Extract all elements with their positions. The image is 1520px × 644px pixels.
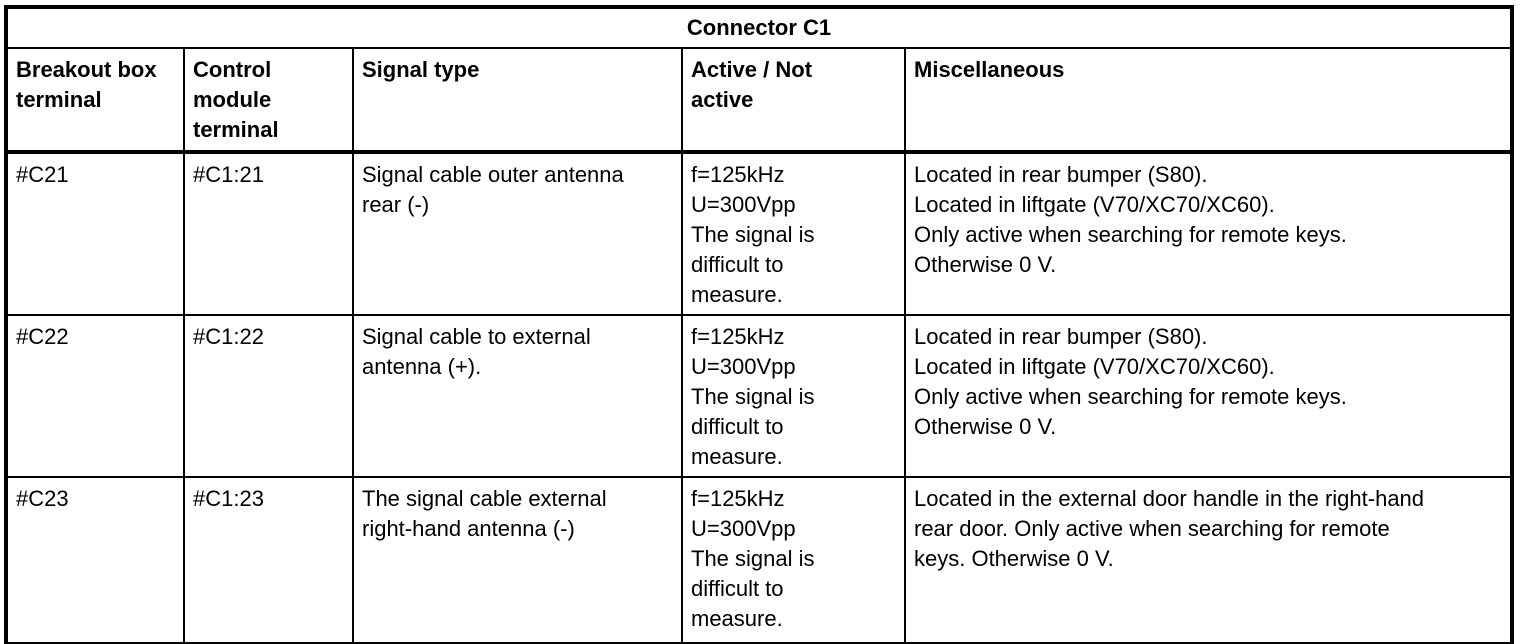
col-header-signal-type: Signal type: [352, 47, 683, 154]
col-header-miscellaneous: Miscellaneous: [903, 47, 1514, 154]
table-title-row: Connector C1: [4, 6, 1514, 49]
cell-breakout-box-terminal: #C22: [5, 314, 185, 478]
cell-breakout-box-terminal: #C21: [5, 151, 185, 316]
cell-miscellaneous: Located in the external door handle in t…: [903, 476, 1514, 644]
cell-control-module-terminal: #C1:22: [183, 314, 354, 478]
cell-miscellaneous: Located in rear bumper (S80).Located in …: [903, 151, 1514, 316]
cell-control-module-terminal: #C1:21: [183, 151, 354, 316]
cell-miscellaneous: Located in rear bumper (S80).Located in …: [903, 314, 1514, 478]
cell-breakout-box-terminal: #C23: [5, 476, 185, 644]
cell-control-module-terminal: #C1:23: [183, 476, 354, 644]
table-title: Connector C1: [4, 6, 1514, 49]
